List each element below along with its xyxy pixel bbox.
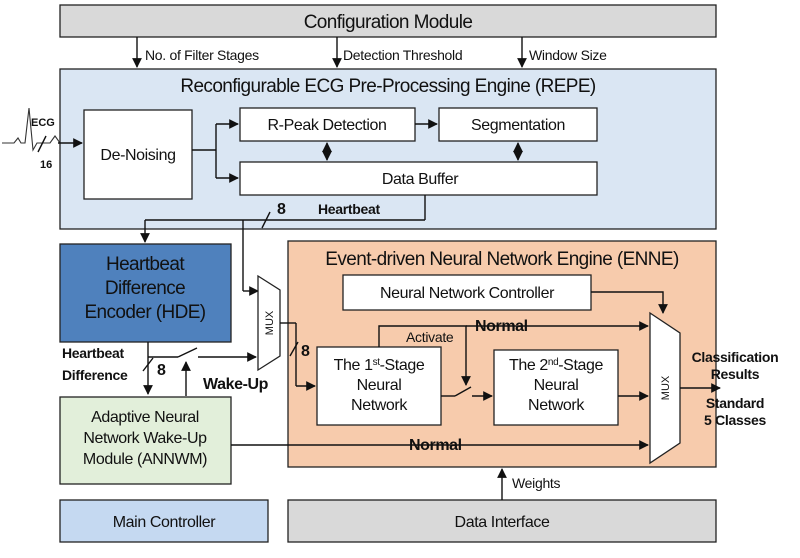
- ecg-bus-width: 16: [40, 159, 52, 171]
- denoising-label: De-Noising: [100, 147, 175, 164]
- configuration-module-box: [59, 4, 717, 38]
- stage2-line1: The 2nd-Stage: [509, 357, 603, 375]
- classification-label-1: Classification: [692, 349, 779, 365]
- ecg-bus-slash: [37, 135, 47, 153]
- stage2-line2: Neural: [534, 377, 579, 394]
- rpeak-detection-label: R-Peak Detection: [268, 117, 387, 134]
- data-interface-label: Data Interface: [455, 514, 550, 531]
- nn-controller-label: Neural Network Controller: [380, 285, 555, 302]
- annwm-line2: Network Wake-Up: [83, 430, 207, 447]
- annwm-line3: Module (ANNWM): [83, 451, 207, 468]
- hde-line2: Difference: [105, 278, 185, 299]
- difference-bus-width: 8: [157, 362, 166, 379]
- ecg-waveform-icon: [2, 107, 80, 152]
- right-mux: [649, 311, 681, 465]
- wake-up-label: Wake-Up: [203, 376, 269, 393]
- activate-arrow: [378, 325, 471, 386]
- segmentation-label: Segmentation: [471, 117, 565, 134]
- main-controller-label: Main Controller: [113, 514, 217, 531]
- annwm-line1: Adaptive Neural: [91, 409, 199, 426]
- normal-top-label: Normal: [475, 318, 528, 335]
- controller-to-mux-arrow: [591, 291, 668, 314]
- stage1-line2: Neural: [357, 377, 402, 394]
- filter-stages-label: No. of Filter Stages: [145, 47, 259, 63]
- configuration-module-title: Configuration Module: [304, 12, 473, 33]
- difference-bus-slash: [142, 357, 154, 372]
- right-mux-label: MUX: [660, 375, 672, 400]
- left-mux: [257, 274, 281, 372]
- mux-out-slash: [289, 341, 299, 357]
- stage1-line3: Network: [351, 397, 408, 414]
- left-mux-label: MUX: [264, 310, 276, 335]
- wakeup-switch: [177, 347, 198, 358]
- activate-label: Activate: [406, 329, 454, 345]
- standard-label-1: Standard: [706, 395, 764, 411]
- data-buffer-label: Data Buffer: [382, 171, 459, 188]
- heartbeat-difference-label-2: Difference: [62, 367, 128, 383]
- nn-controller-box: [342, 274, 592, 311]
- data-buffer-box: [239, 161, 598, 196]
- heartbeat-label: Heartbeat: [318, 201, 381, 217]
- standard-label-2: 5 Classes: [704, 412, 766, 428]
- activate-switch: [454, 386, 472, 397]
- normal-bottom-label: Normal: [409, 437, 462, 454]
- detection-threshold-label: Detection Threshold: [343, 47, 462, 63]
- main-controller-box: [59, 499, 269, 543]
- hde-line1: Heartbeat: [106, 254, 185, 275]
- annwm-box: [59, 396, 232, 485]
- window-size-label: Window Size: [529, 47, 607, 63]
- heartbeat-bus-slash: [261, 211, 271, 229]
- heartbeat-bus-width: 8: [277, 201, 286, 218]
- stage2-box: [493, 349, 619, 426]
- heartbeat-difference-label-1: Heartbeat: [62, 345, 125, 361]
- mux-out-width: 8: [301, 343, 310, 360]
- hde-box: [59, 243, 232, 343]
- stage2-line3: Network: [528, 397, 585, 414]
- denoising-box: [83, 109, 193, 200]
- hde-line3: Encoder (HDE): [84, 302, 205, 323]
- segmentation-box: [438, 107, 598, 142]
- stage1-box: [316, 346, 442, 426]
- data-interface-box: [287, 499, 717, 543]
- ecg-label: ECG: [31, 117, 55, 129]
- repe-title: Reconfigurable ECG Pre-Processing Engine…: [180, 76, 596, 97]
- weights-label: Weights: [512, 475, 561, 491]
- stage1-line1: The 1st-Stage: [334, 357, 425, 375]
- enne-title: Event-driven Neural Network Engine (ENNE…: [325, 249, 679, 270]
- classification-label-2: Results: [711, 366, 760, 382]
- rpeak-detection-box: [239, 107, 416, 142]
